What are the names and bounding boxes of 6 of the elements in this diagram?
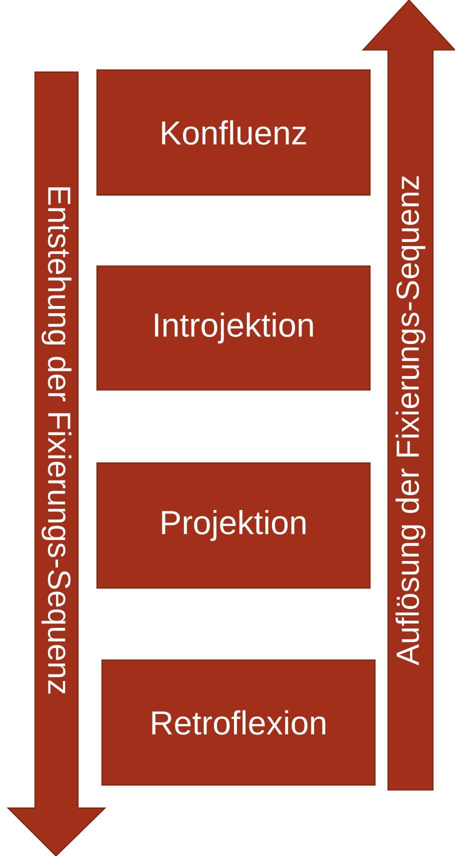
text-box: Introjektion [96, 265, 371, 391]
node-label: Auflösung der Fixierungs-Sequenz [396, 176, 426, 666]
text-box: Projektion [96, 462, 371, 589]
text-box: Retroflexion [101, 659, 376, 786]
node-label: Entstehung der Fixierungs-Sequenz [42, 187, 72, 694]
text-box: Konfluenz [96, 69, 371, 196]
